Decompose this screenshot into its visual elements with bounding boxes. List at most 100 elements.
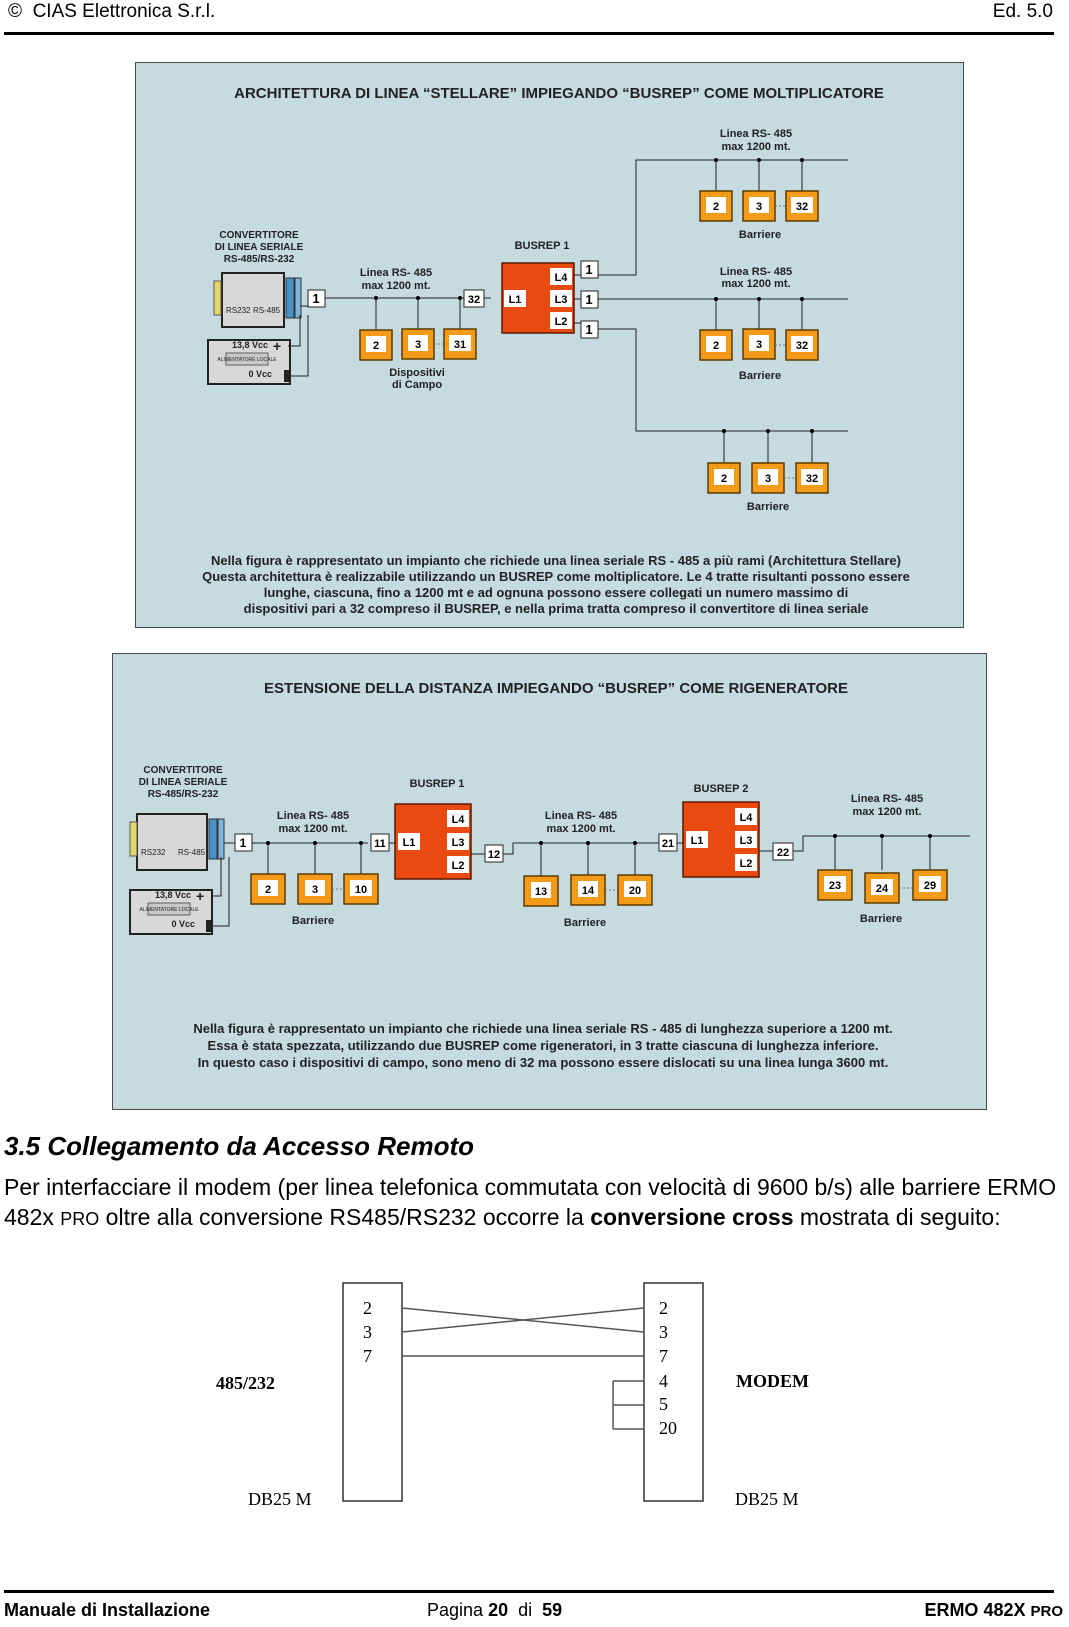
- diagram1-description: lunghe, ciascuna, fino a 1200 mt e ad og…: [264, 585, 848, 600]
- device-number: 3: [415, 339, 421, 351]
- svg-text:BUSREP 2: BUSREP 2: [694, 783, 749, 795]
- converter-label: RS-485/RS-232: [224, 254, 295, 265]
- device-number: 2: [713, 340, 719, 352]
- svg-text:Barriere: Barriere: [739, 370, 781, 382]
- svg-text:20: 20: [629, 885, 641, 897]
- svg-text:ALIMENTATORE LOCALE: ALIMENTATORE LOCALE: [217, 357, 277, 363]
- left-pin: 3: [363, 1322, 372, 1342]
- svg-text:L4: L4: [452, 814, 466, 826]
- footer-page: Pagina 20 di 59: [427, 1600, 563, 1620]
- svg-text:di Campo: di Campo: [392, 379, 442, 391]
- svg-text:RS-485: RS-485: [178, 848, 206, 857]
- left-pin: 7: [363, 1346, 372, 1366]
- device-number: 32: [806, 473, 818, 485]
- footer-manual: Manuale di Installazione: [4, 1600, 211, 1620]
- svg-text:max 1200 mt.: max 1200 mt.: [721, 141, 790, 153]
- device-number: 32: [796, 340, 808, 352]
- svg-text:L1: L1: [509, 294, 522, 306]
- diagram-star-architecture: ARCHITETTURA DI LINEA “STELLARE” IMPIEGA…: [135, 62, 964, 628]
- svg-text:24: 24: [876, 883, 889, 895]
- diagram2-description: Essa è stata spezzata, utilizzando due B…: [208, 1038, 879, 1053]
- svg-text:DI LINEA SERIALE: DI LINEA SERIALE: [139, 777, 228, 788]
- svg-text:L4: L4: [740, 812, 754, 824]
- svg-text:Barriere: Barriere: [564, 917, 606, 929]
- svg-text:29: 29: [924, 880, 936, 892]
- device-number: 2: [721, 473, 727, 485]
- svg-text:3: 3: [312, 884, 318, 896]
- page-header: © CIAS Elettronica S.r.l. Ed. 5.0: [0, 0, 1069, 36]
- svg-text:Linea RS- 485: Linea RS- 485: [851, 793, 923, 805]
- diagram1-description: Nella figura è rappresentato un impianto…: [211, 553, 901, 568]
- svg-text:13,8 Vcc: 13,8 Vcc: [155, 890, 191, 900]
- device-number: 3: [756, 339, 762, 351]
- right-pin: 2: [659, 1298, 668, 1318]
- svg-text:max 1200 mt.: max 1200 mt.: [721, 278, 790, 290]
- converter-box: RS232 RS-485: [213, 272, 302, 328]
- diagram1-description: dispositivi pari a 32 compreso il BUSREP…: [244, 601, 869, 616]
- svg-text:2: 2: [265, 884, 271, 896]
- copyright-icon: ©: [8, 1, 22, 22]
- svg-text:L2: L2: [555, 316, 568, 328]
- svg-text:L2: L2: [452, 860, 465, 872]
- svg-text:L4: L4: [555, 272, 569, 284]
- company-name: CIAS Elettronica S.r.l.: [32, 1, 216, 22]
- svg-text:RS-485/RS-232: RS-485/RS-232: [148, 789, 219, 800]
- svg-text:BUSREP 1: BUSREP 1: [410, 778, 465, 790]
- svg-text:Barriere: Barriere: [747, 501, 789, 513]
- svg-text:Linea RS- 485: Linea RS- 485: [720, 128, 792, 140]
- device-number: 3: [756, 201, 762, 213]
- diagram-distance-extension: ESTENSIONE DELLA DISTANZA IMPIEGANDO “BU…: [112, 653, 987, 1110]
- svg-text:21: 21: [662, 838, 674, 850]
- svg-text:10: 10: [355, 884, 367, 896]
- converter-label: CONVERTITORE: [219, 230, 299, 241]
- node-label: 32: [468, 294, 480, 306]
- svg-text:L3: L3: [452, 837, 465, 849]
- diagram1-description: Questa architettura è realizzabile utili…: [202, 569, 910, 584]
- svg-text:Barriere: Barriere: [292, 915, 334, 927]
- section-paragraph: Per interfacciare il modem (per linea te…: [4, 1174, 1057, 1230]
- svg-text:L3: L3: [740, 835, 753, 847]
- svg-text:11: 11: [374, 838, 386, 850]
- svg-text:RS232: RS232: [226, 306, 251, 315]
- svg-text:L2: L2: [740, 858, 753, 870]
- right-pin: 7: [659, 1346, 668, 1366]
- svg-text:max 1200 mt.: max 1200 mt.: [546, 823, 615, 835]
- svg-text:13: 13: [535, 886, 547, 898]
- power-supply: ALIMENTATORE LOCALE 13,8 Vcc 0 Vcc +: [207, 338, 291, 385]
- svg-text:L3: L3: [555, 294, 568, 306]
- svg-text:+: +: [273, 338, 281, 354]
- svg-text:Linea RS- 485: Linea RS- 485: [720, 266, 792, 278]
- svg-text:23: 23: [829, 880, 841, 892]
- svg-text:Barriere: Barriere: [739, 229, 781, 241]
- svg-text:Barriere: Barriere: [860, 913, 902, 925]
- svg-text:L1: L1: [691, 835, 704, 847]
- node-label: 1: [585, 262, 592, 277]
- svg-text:max 1200 mt.: max 1200 mt.: [361, 280, 430, 292]
- right-pin: 5: [659, 1394, 668, 1414]
- diagram2-description: In questo caso i dispositivi di campo, s…: [198, 1055, 889, 1070]
- svg-text:ALIMENTATORE LOCALE: ALIMENTATORE LOCALE: [139, 907, 199, 913]
- left-device-label: 485/232: [216, 1373, 275, 1393]
- svg-text:12: 12: [488, 849, 500, 861]
- diagram2-title: ESTENSIONE DELLA DISTANZA IMPIEGANDO “BU…: [264, 680, 848, 697]
- svg-text:Linea RS- 485: Linea RS- 485: [360, 267, 432, 279]
- header-rule: [4, 32, 1054, 35]
- section-title: 3.5 Collegamento da Accesso Remoto: [4, 1131, 475, 1161]
- converter-box: RS232 RS-485: [129, 813, 225, 871]
- svg-text:RS-485: RS-485: [253, 306, 281, 315]
- svg-text:+: +: [196, 888, 204, 904]
- node-label: 1: [585, 322, 592, 337]
- left-pin: 2: [363, 1298, 372, 1318]
- right-pin: 4: [659, 1371, 668, 1391]
- right-device-label: MODEM: [736, 1371, 809, 1391]
- device-number: 3: [765, 473, 771, 485]
- svg-text:0 Vcc: 0 Vcc: [248, 369, 272, 379]
- svg-text:max 1200 mt.: max 1200 mt.: [278, 823, 347, 835]
- left-connector-label: DB25 M: [248, 1489, 312, 1509]
- right-pin: 20: [659, 1418, 677, 1438]
- device-number: 2: [373, 340, 379, 352]
- diagram1-title: ARCHITETTURA DI LINEA “STELLARE” IMPIEGA…: [234, 85, 884, 102]
- svg-text:Dispositivi: Dispositivi: [389, 367, 445, 379]
- svg-text:Linea RS- 485: Linea RS- 485: [277, 810, 349, 822]
- svg-text:L1: L1: [403, 837, 416, 849]
